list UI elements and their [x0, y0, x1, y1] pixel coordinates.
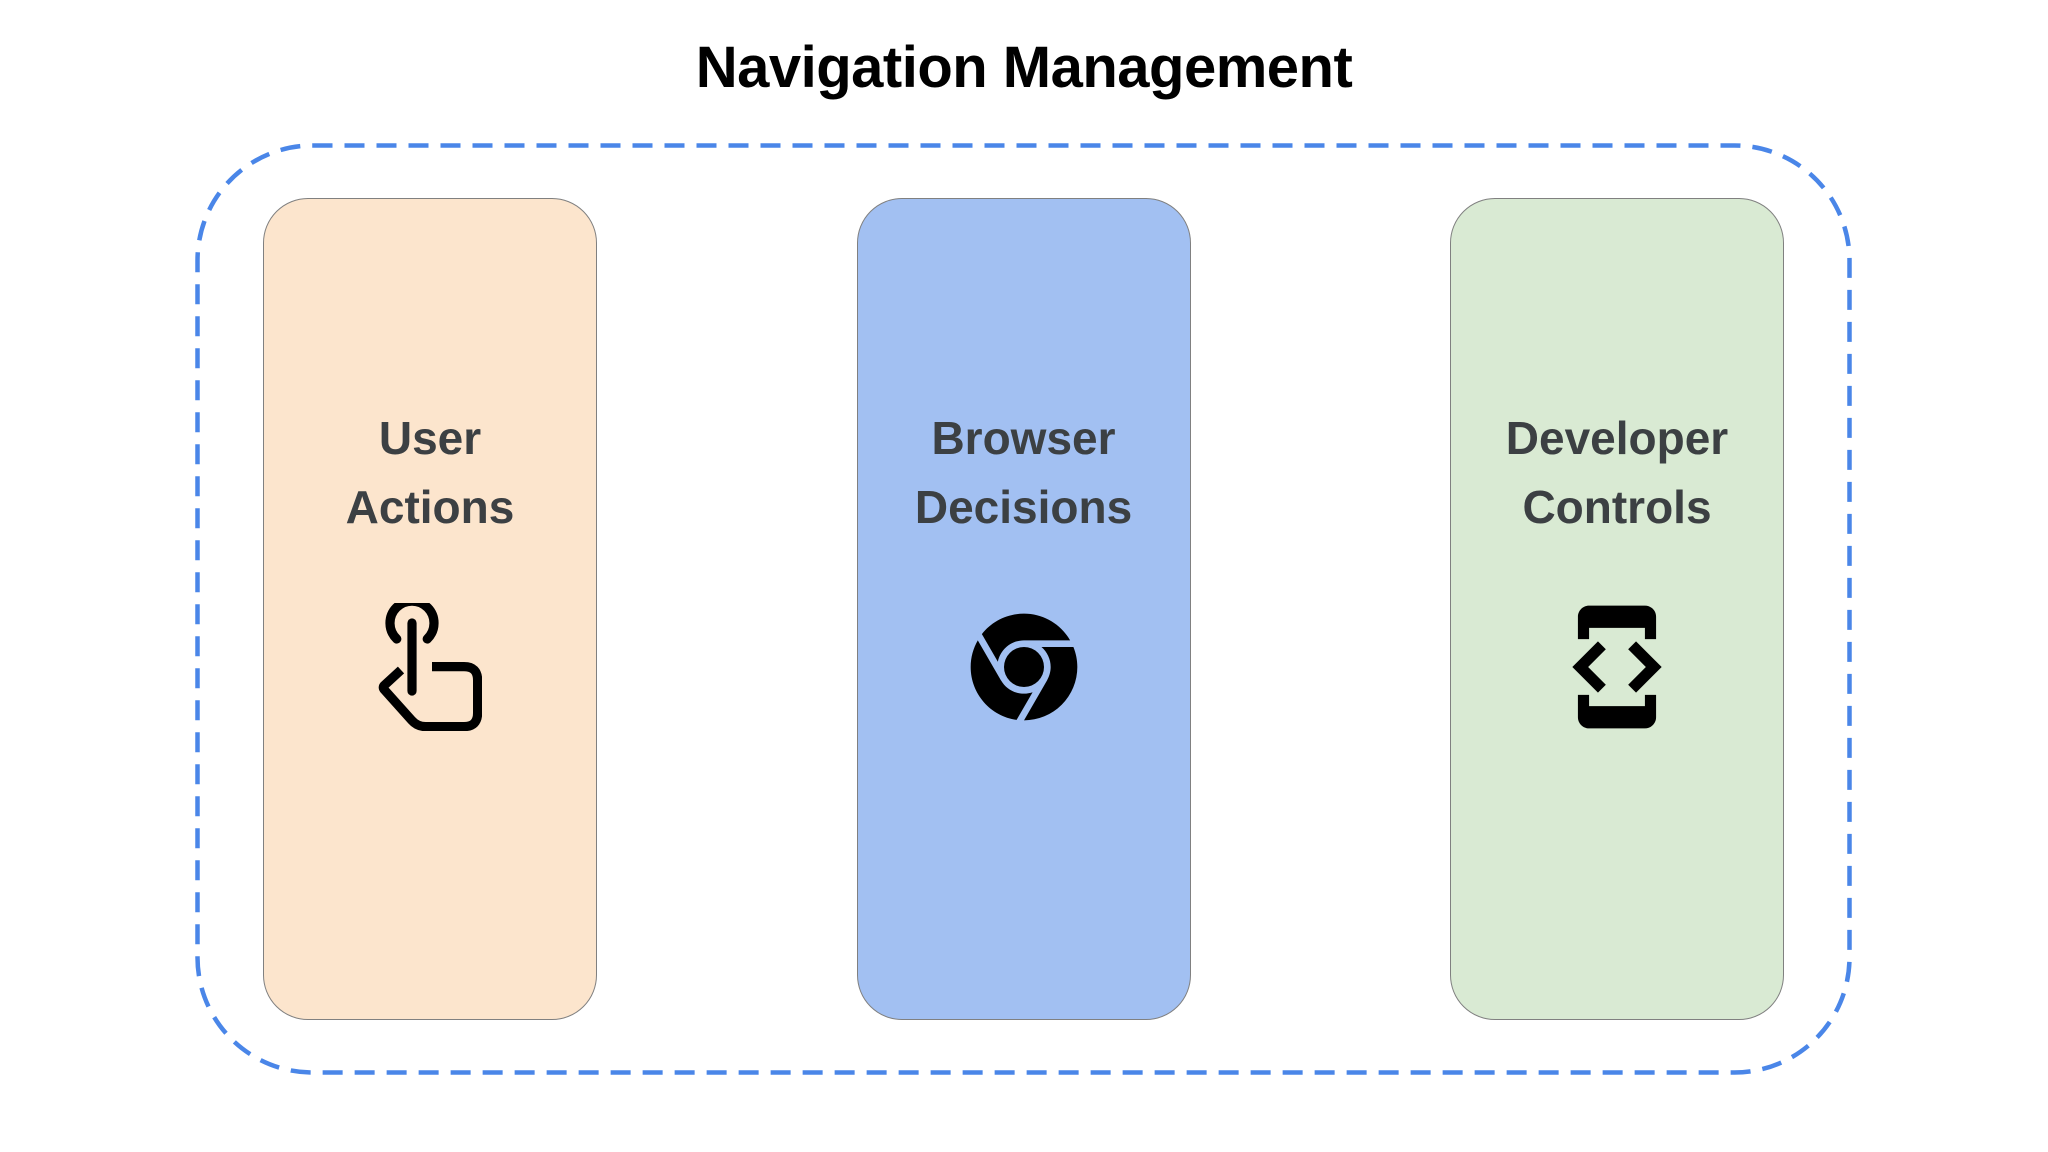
chrome-browser-icon — [970, 613, 1077, 721]
card-label-line: Actions — [345, 481, 515, 533]
card-label-line: Controls — [1522, 481, 1712, 533]
card-label-line: Browser — [931, 412, 1116, 464]
card-label: User Actions — [346, 404, 515, 542]
page-title: Navigation Management — [695, 35, 1353, 100]
card-user-actions: User Actions — [263, 198, 597, 1020]
card-label: Browser Decisions — [915, 404, 1132, 542]
card-icon-box — [944, 602, 1104, 732]
card-browser-decisions: Browser Decisions — [856, 198, 1191, 1020]
card-label-line: User — [378, 412, 482, 464]
card-icon-box — [378, 602, 482, 732]
touch-gesture-icon — [378, 603, 482, 731]
diagram-frame: User Actions Browser Decisions — [195, 143, 1852, 1075]
card-developer-controls: Developer Controls — [1450, 198, 1784, 1020]
card-label-line: Decisions — [914, 481, 1133, 533]
card-label: Developer Controls — [1506, 404, 1728, 542]
card-row: User Actions Browser Decisions — [195, 143, 1852, 1075]
developer-mode-icon — [1572, 605, 1662, 729]
card-label-line: Developer — [1505, 412, 1729, 464]
dashed-border — [195, 143, 1852, 1075]
card-icon-box — [1550, 602, 1684, 732]
